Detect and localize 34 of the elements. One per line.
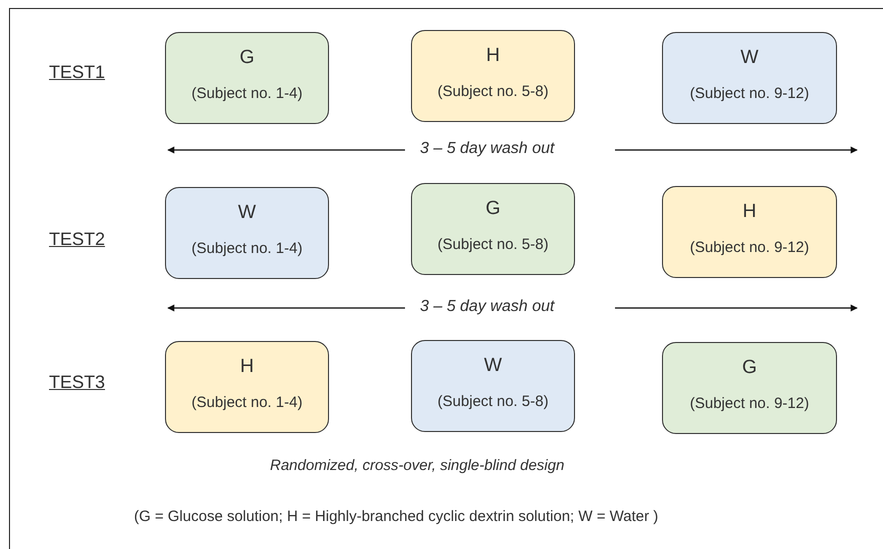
group-box [411, 340, 575, 432]
test-label: TEST1 [49, 62, 106, 83]
group-letter: H [485, 45, 501, 67]
subject-range: (Subject no. 9-12) [688, 85, 810, 102]
group-letter: G [484, 198, 502, 220]
group-box [662, 342, 837, 434]
design-note: Randomized, cross-over, single-blind design [270, 457, 564, 474]
group-letter: H [239, 356, 255, 378]
subject-range: (Subject no. 1-4) [190, 85, 304, 102]
group-letter: W [237, 202, 257, 224]
subject-range: (Subject no. 9-12) [688, 239, 810, 256]
subject-range: (Subject no. 5-8) [436, 393, 550, 410]
subject-range: (Subject no. 1-4) [190, 394, 304, 411]
group-box [165, 32, 329, 124]
washout-label: 3 – 5 day wash out [420, 140, 554, 158]
group-letter: H [742, 201, 758, 223]
washout-label: 3 – 5 day wash out [420, 298, 554, 316]
group-box [165, 341, 329, 433]
test-label: TEST3 [49, 372, 106, 393]
subject-range: (Subject no. 5-8) [436, 236, 550, 253]
abbreviation-key: (G = Glucose solution; H = Highly-branched cyclic dextrin solution; W = Water ) [134, 508, 658, 525]
group-letter: G [238, 47, 256, 69]
group-box [411, 30, 575, 122]
group-box [165, 187, 329, 279]
group-letter: W [740, 47, 760, 69]
test-label: TEST2 [49, 229, 106, 250]
subject-range: (Subject no. 1-4) [190, 240, 304, 257]
subject-range: (Subject no. 5-8) [436, 83, 550, 100]
group-box [662, 186, 837, 278]
group-box [411, 183, 575, 275]
group-letter: W [483, 355, 503, 377]
group-letter: G [741, 357, 758, 379]
group-box [662, 32, 837, 124]
subject-range: (Subject no. 9-12) [688, 395, 810, 412]
